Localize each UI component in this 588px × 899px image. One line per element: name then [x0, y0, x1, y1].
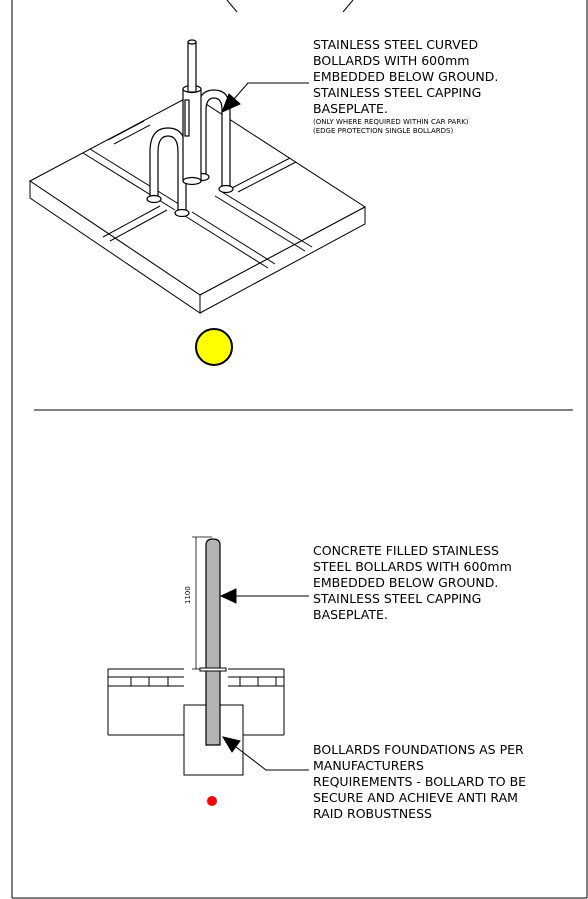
note-line: STAINLESS STEEL CAPPING: [313, 85, 482, 100]
note-curved-bollards: STAINLESS STEEL CURVED BOLLARDS WITH 600…: [313, 37, 573, 136]
note-line: SECURE AND ACHIEVE ANTI RAM: [313, 790, 518, 805]
note-filled-bollards: CONCRETE FILLED STAINLESS STEEL BOLLARDS…: [313, 543, 573, 623]
note-line: BOLLARDS FOUNDATIONS AS PER: [313, 742, 524, 757]
note-line: REQUIREMENTS - BOLLARD TO BE: [313, 774, 527, 789]
yellow-status-marker: [195, 328, 233, 366]
note-line: RAID ROBUSTNESS: [313, 806, 432, 821]
isometric-paving-slab: [29, 94, 366, 314]
ground-section: [107, 668, 285, 736]
dimension-label: 1100: [184, 586, 192, 604]
note-line: BASEPLATE.: [313, 101, 388, 116]
note-line: CONCRETE FILLED STAINLESS: [313, 543, 499, 558]
note-line: STEEL BOLLARDS WITH 600mm: [313, 559, 512, 574]
sheet-border: [11, 0, 588, 899]
red-status-marker: [207, 796, 217, 806]
height-dimension: [192, 536, 212, 670]
leader-filled-bollards: [219, 588, 309, 604]
single-bollard-iso: [182, 39, 202, 186]
leader-curved-bollards: [221, 82, 309, 113]
filled-bollard-section: [199, 538, 227, 746]
note-foundations: BOLLARDS FOUNDATIONS AS PER MANUFACTURER…: [313, 742, 573, 822]
note-line: STAINLESS STEEL CAPPING: [313, 591, 482, 606]
note-line: MANUFACTURERS: [313, 758, 424, 773]
note-line: EMBEDDED BELOW GROUND.: [313, 575, 499, 590]
curved-bollard-hoops: [146, 89, 234, 218]
note-small-line: (EDGE PROTECTION SINGLE BOLLARDS): [313, 127, 454, 135]
note-line: BASEPLATE.: [313, 607, 388, 622]
leader-foundations: [221, 736, 309, 771]
note-line: BOLLARDS WITH 600mm: [313, 53, 470, 68]
paving-joints: [82, 120, 313, 269]
note-small-line: (ONLY WHERE REQUIRED WITHIN CAR PARK): [313, 118, 469, 126]
note-line: STAINLESS STEEL CURVED: [313, 37, 479, 52]
note-line: EMBEDDED BELOW GROUND.: [313, 69, 499, 84]
